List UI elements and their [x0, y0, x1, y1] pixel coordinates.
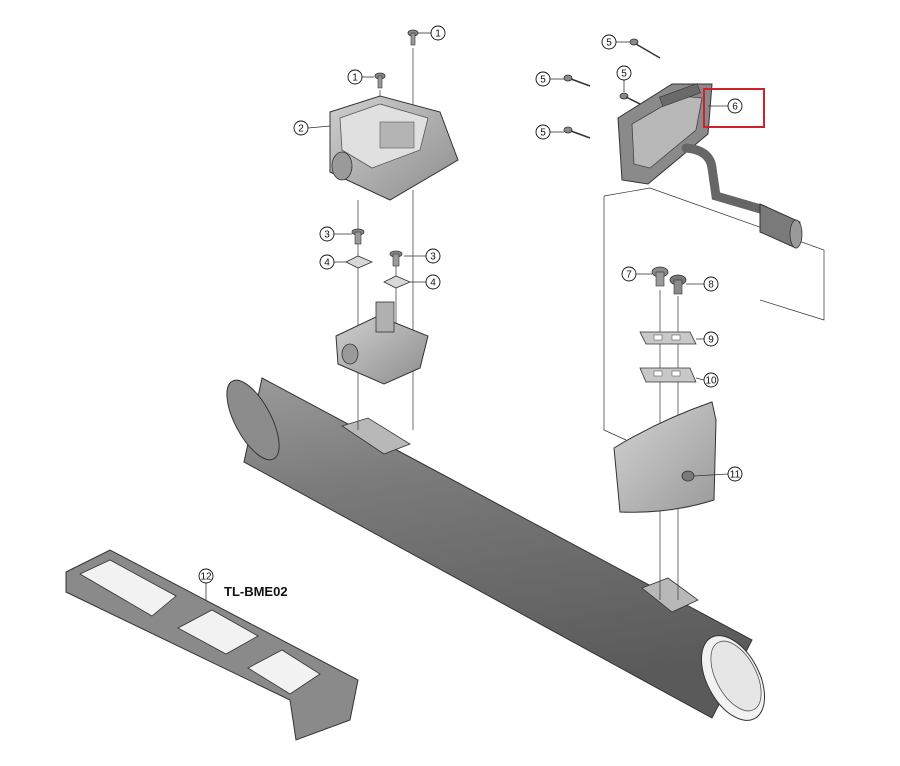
callout-1-top-label: 1: [435, 29, 441, 40]
callout-4-right: 4: [425, 274, 441, 290]
callout-1-lower-label: 1: [352, 73, 358, 84]
callout-10-label: 10: [705, 376, 717, 387]
junction-unit: [617, 83, 803, 249]
callout-11: 11: [727, 466, 743, 482]
callout-12-label: 12: [200, 572, 212, 583]
callout-4-right-label: 4: [430, 278, 436, 289]
callout-4-left: 4: [319, 254, 335, 270]
callout-5-lower-left-label: 5: [540, 128, 546, 139]
callout-5-lower-left: 5: [535, 124, 551, 140]
display-housing: [329, 95, 459, 201]
bolt-1-lower: [374, 72, 386, 89]
bolt-7: [651, 266, 669, 287]
callout-6-label: 6: [732, 102, 738, 113]
callout-7: 7: [621, 266, 637, 282]
callout-5-top: 5: [601, 34, 617, 50]
leader-lines: [205, 32, 729, 600]
screw-5-top: [629, 38, 661, 59]
callout-7-label: 7: [626, 270, 632, 281]
spacer-10: [639, 367, 697, 383]
screw-5-upper-left: [563, 74, 591, 87]
handlebar-tube: [226, 377, 766, 721]
screw-5-lower-left: [563, 126, 591, 139]
callout-5-middle-label: 5: [621, 69, 627, 80]
bolt-8: [669, 274, 687, 295]
cover-11: [613, 401, 717, 513]
washer-4-left: [345, 255, 374, 269]
screw-5-middle: [619, 92, 641, 105]
callout-2-label: 2: [298, 124, 304, 135]
tube-pad-right: [641, 577, 699, 613]
spacer-9: [639, 331, 697, 345]
callout-12: 12: [198, 568, 214, 584]
callout-1-top: 1: [430, 25, 446, 41]
callout-11-label: 11: [730, 470, 741, 481]
bolt-3-right: [389, 250, 403, 267]
bolt-3-left: [351, 228, 365, 245]
callout-8: 8: [703, 276, 719, 292]
callout-6: 6: [727, 98, 743, 114]
callout-5-top-label: 5: [606, 38, 612, 49]
bolt-1-top: [407, 29, 419, 46]
callout-4-left-label: 4: [324, 258, 330, 269]
tube-pad-left: [341, 417, 411, 455]
callout-3-left: 3: [319, 226, 335, 242]
callout-3-left-label: 3: [324, 230, 330, 241]
callout-5-middle: 5: [616, 65, 632, 81]
callout-3-right: 3: [425, 248, 441, 264]
callout-10: 10: [703, 372, 719, 388]
callout-2: 2: [293, 120, 309, 136]
callout-3-right-label: 3: [430, 252, 436, 263]
callout-9: 9: [703, 331, 719, 347]
callout-5-upper-left: 5: [535, 71, 551, 87]
tool-plate-12: [65, 549, 359, 741]
callout-9-label: 9: [708, 335, 714, 346]
tool-label: TL-BME02: [224, 584, 288, 599]
callout-5-upper-left-label: 5: [540, 75, 546, 86]
callout-6-highlight-box: [703, 88, 765, 128]
callout-8-label: 8: [708, 280, 714, 291]
washer-4-right: [383, 275, 412, 289]
right-assembly-outline: [603, 187, 825, 600]
callout-1-lower: 1: [347, 69, 363, 85]
base-bracket: [335, 301, 429, 385]
